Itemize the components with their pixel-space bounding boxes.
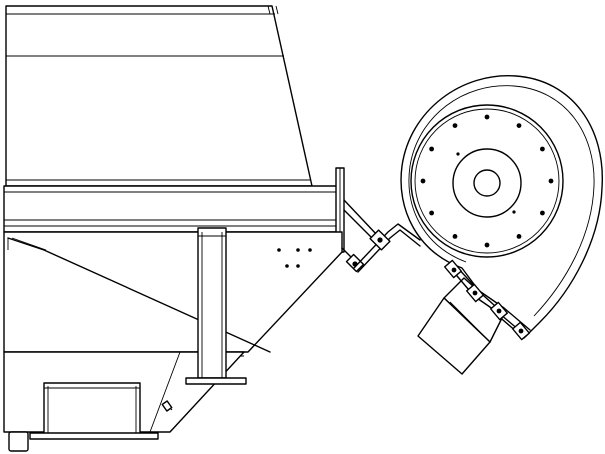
fan-bolt xyxy=(429,146,434,152)
fan-bolt xyxy=(516,234,522,239)
upper-hopper xyxy=(5,5,313,187)
fan-bolt xyxy=(516,123,522,128)
base-rail xyxy=(29,432,159,440)
fan-bolt xyxy=(548,178,554,184)
bolt-hole xyxy=(277,248,281,252)
fan-bolt xyxy=(452,123,458,128)
fan-bolt-circle xyxy=(420,114,554,248)
blower-fan xyxy=(400,75,603,339)
discharge-chute xyxy=(43,382,141,437)
fan-bolt xyxy=(420,178,426,184)
support-leg xyxy=(185,227,247,385)
bolt-hole xyxy=(308,248,312,252)
main-frame-beam xyxy=(3,185,343,233)
bolt-hole xyxy=(296,248,300,252)
fan-bolt xyxy=(540,210,545,216)
fan-bolt xyxy=(484,242,490,248)
fan-bolt xyxy=(452,234,458,239)
fan-bolt xyxy=(484,114,490,120)
bolt-hole xyxy=(285,264,289,268)
lower-hopper xyxy=(3,231,343,357)
bolt-hole xyxy=(296,264,300,268)
leg-foot-plate xyxy=(185,377,247,385)
fan-bolt xyxy=(429,210,434,216)
fan-bolt xyxy=(540,146,545,152)
mounting-brackets xyxy=(341,199,421,273)
fan-shaft xyxy=(473,169,501,197)
corner-foot xyxy=(8,431,29,452)
blower-outlet xyxy=(417,259,531,375)
